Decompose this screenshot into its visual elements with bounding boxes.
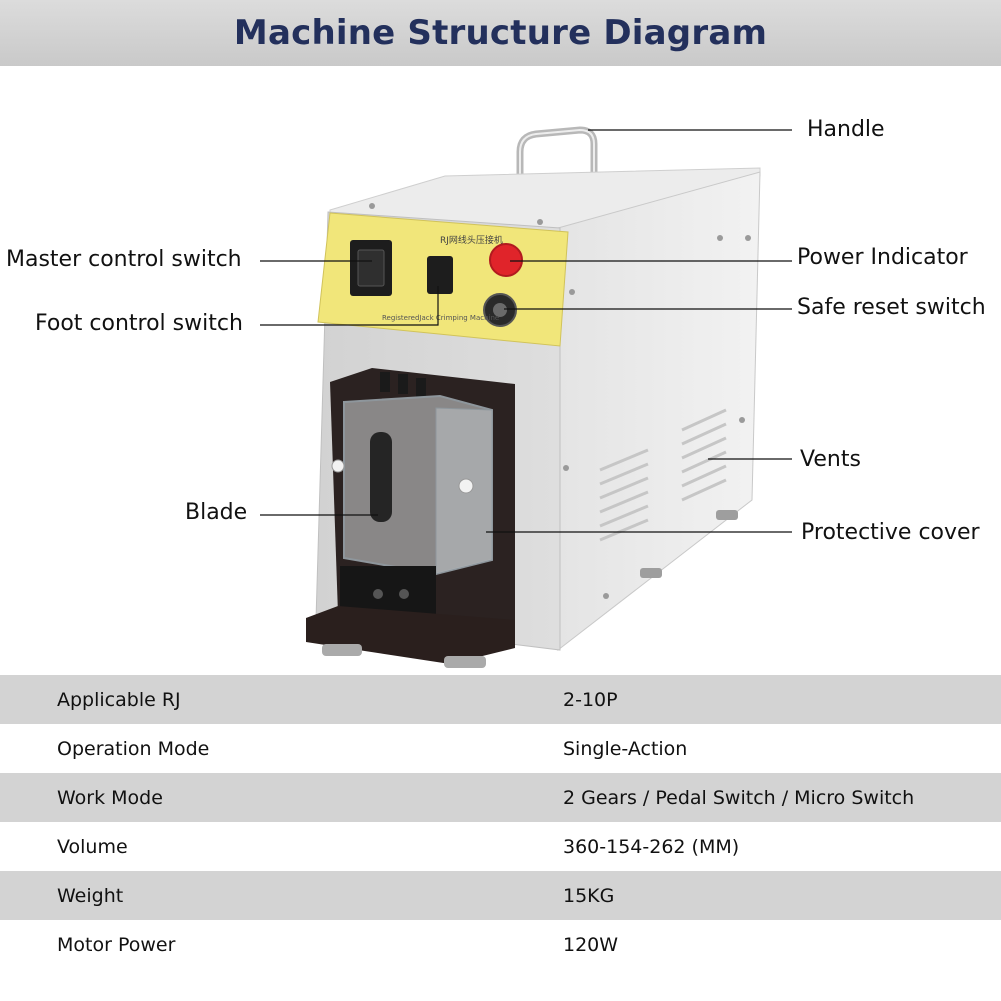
foot-switch-shape	[427, 256, 453, 294]
blade-shape	[370, 432, 392, 522]
spec-label: Applicable RJ	[57, 688, 181, 711]
callout-handle: Handle	[807, 117, 885, 142]
spec-label: Volume	[57, 835, 128, 858]
spec-value: Single-Action	[563, 737, 688, 760]
spec-value: 15KG	[563, 884, 615, 907]
machine-diagram: RJ网线头压接机 RegisteredJack Crimping Machine	[0, 66, 1001, 678]
spec-value: 2-10P	[563, 688, 618, 711]
crimp-pins	[380, 372, 426, 398]
spec-row: Operation Mode Single-Action	[0, 724, 1001, 773]
spec-row: Weight 15KG	[0, 871, 1001, 920]
case-side	[557, 171, 761, 652]
case-screws	[369, 203, 751, 599]
spec-value: 360-154-262 (MM)	[563, 835, 740, 858]
machine-illustration: RJ网线头压接机 RegisteredJack Crimping Machine	[260, 126, 792, 668]
leader-lines	[260, 129, 792, 533]
callout-power-indicator: Power Indicator	[797, 245, 968, 270]
spec-row: Volume 360-154-262 (MM)	[0, 822, 1001, 871]
spec-row: Work Mode 2 Gears / Pedal Switch / Micro…	[0, 773, 1001, 822]
spec-label: Motor Power	[57, 933, 176, 956]
callout-safe-reset: Safe reset switch	[797, 295, 986, 320]
spec-label: Operation Mode	[57, 737, 210, 760]
panel-title: RJ网线头压接机	[440, 234, 503, 246]
spec-value: 2 Gears / Pedal Switch / Micro Switch	[563, 786, 915, 809]
spec-value: 120W	[563, 933, 619, 956]
handle-shape	[516, 126, 598, 204]
header-banner: Machine Structure Diagram	[0, 0, 1001, 66]
power-indicator-shape	[489, 243, 523, 277]
panel-subtitle: RegisteredJack Crimping Machine	[382, 314, 499, 322]
callout-foot-switch: Foot control switch	[35, 311, 243, 336]
spec-label: Work Mode	[57, 786, 163, 809]
spec-label: Weight	[57, 884, 124, 907]
spec-row: Applicable RJ 2-10P	[0, 675, 1001, 724]
spec-row: Motor Power 120W	[0, 920, 1001, 969]
page-title: Machine Structure Diagram	[233, 13, 768, 53]
callout-protective-cover: Protective cover	[801, 520, 980, 545]
callout-vents: Vents	[800, 447, 861, 472]
callout-master-switch: Master control switch	[6, 247, 242, 272]
callout-blade: Blade	[185, 500, 248, 525]
vents-shape	[599, 408, 727, 542]
spec-table: Applicable RJ 2-10P Operation Mode Singl…	[0, 675, 1001, 969]
